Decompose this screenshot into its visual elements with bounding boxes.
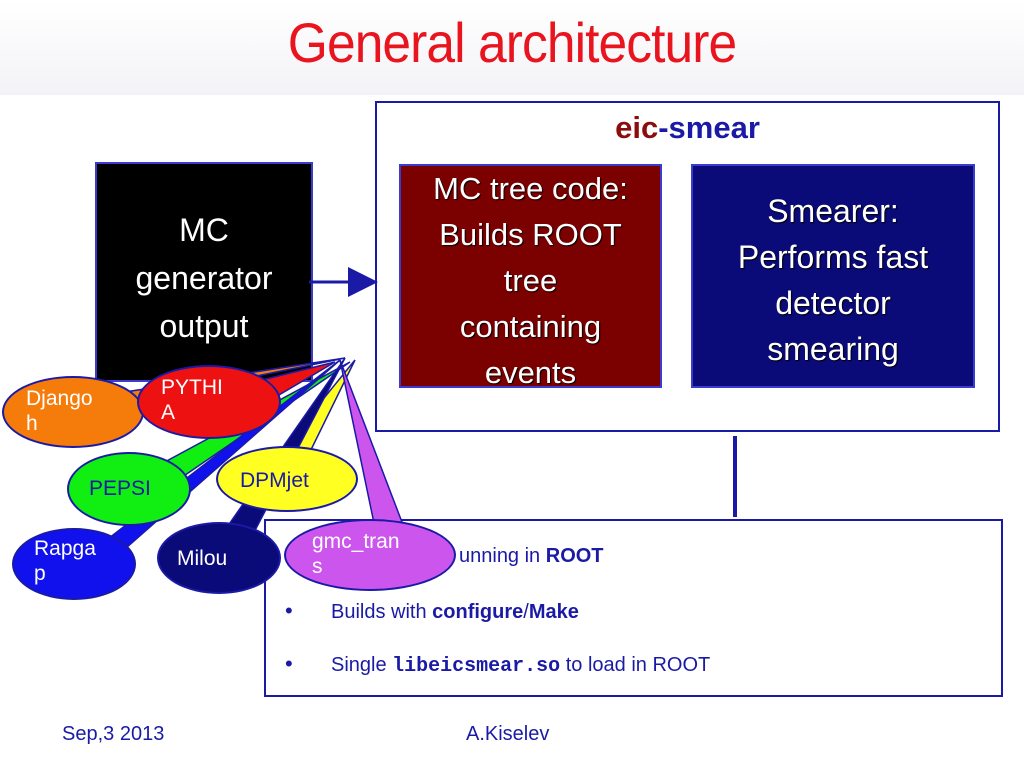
smearer-line1: Smearer: (767, 193, 899, 229)
callout-pythia: PYTHI A (137, 365, 281, 439)
mc-tree-line3: tree (503, 263, 558, 298)
eic-smear-title-part1: eic (615, 110, 659, 145)
tail-gmc-trans (339, 359, 407, 531)
bullet-dot-icon: • (285, 598, 293, 623)
callout-rapgap: Rapga p (12, 528, 136, 600)
callout-djangoh: Django h (2, 376, 144, 448)
callout-dpmjet: DPMjet (216, 446, 358, 512)
mc-tree-line5: events (484, 355, 577, 390)
bullet-root-text: unning in (459, 545, 546, 567)
bullet-library-text: Single (331, 654, 393, 676)
eic-smear-title-part2: -smear (658, 110, 760, 145)
smearer-line4: smearing (767, 331, 899, 367)
callout-djangoh-line1: Django (26, 387, 93, 410)
mc-tree-line4: containing (459, 309, 602, 344)
callout-milou: Milou (157, 522, 281, 594)
mc-generator-line1: MC (179, 212, 229, 248)
footer-date: Sep,3 2013 (62, 723, 165, 745)
bullet-root: unning in ROOT (459, 545, 604, 568)
smearer-box: Smearer: Performs fast detector smearing (691, 164, 975, 388)
callout-gmc-trans-line1: gmc_tran (312, 530, 400, 553)
bullet-build-make: Make (528, 601, 579, 623)
eic-smear-title: eic-smear (375, 110, 1000, 146)
mc-generator-line2: generator (135, 260, 273, 296)
bullet-build: • Builds with configure/Make (285, 598, 579, 624)
smearer-line2: Performs fast (737, 239, 929, 275)
bullet-build-sep: / (523, 601, 529, 623)
mc-tree-code-box: MC tree code: Builds ROOT tree containin… (399, 164, 662, 390)
bullet-dot-icon: • (285, 651, 293, 676)
title-band (0, 0, 1024, 95)
bullet-library: • Single libeicsmear.so to load in ROOT (285, 651, 710, 678)
callout-pepsi: PEPSI (67, 452, 191, 526)
callout-rapgap-line2: p (34, 562, 46, 585)
bullet-build-text: Builds with (331, 601, 433, 623)
mc-tree-line2: Builds ROOT (439, 217, 622, 252)
bullet-library-code: libeicsmear.so (392, 655, 561, 678)
callout-pepsi-line1: PEPSI (89, 477, 151, 500)
callout-rapgap-line1: Rapga (34, 537, 96, 560)
mc-tree-line1: MC tree code: (433, 171, 628, 206)
callout-milou-line1: Milou (177, 547, 228, 570)
bullet-root-bold: ROOT (545, 545, 604, 567)
callout-djangoh-line2: h (26, 412, 38, 435)
slide-title: General architecture (287, 11, 737, 74)
mc-generator-line3: output (159, 308, 249, 344)
mc-generator-box: MC generator output (95, 162, 313, 382)
callout-dpmjet-line1: DPMjet (240, 469, 309, 492)
callout-gmc-trans: gmc_tran s (284, 519, 456, 591)
callout-pythia-line1: PYTHI (161, 376, 223, 399)
footer-author: A.Kiselev (466, 723, 550, 745)
smearer-line3: detector (775, 285, 891, 321)
bullet-library-tail: to load in ROOT (560, 654, 711, 676)
callout-pythia-line2: A (161, 401, 176, 424)
callout-gmc-trans-line2: s (312, 555, 323, 578)
bullet-build-configure: configure (432, 601, 524, 623)
